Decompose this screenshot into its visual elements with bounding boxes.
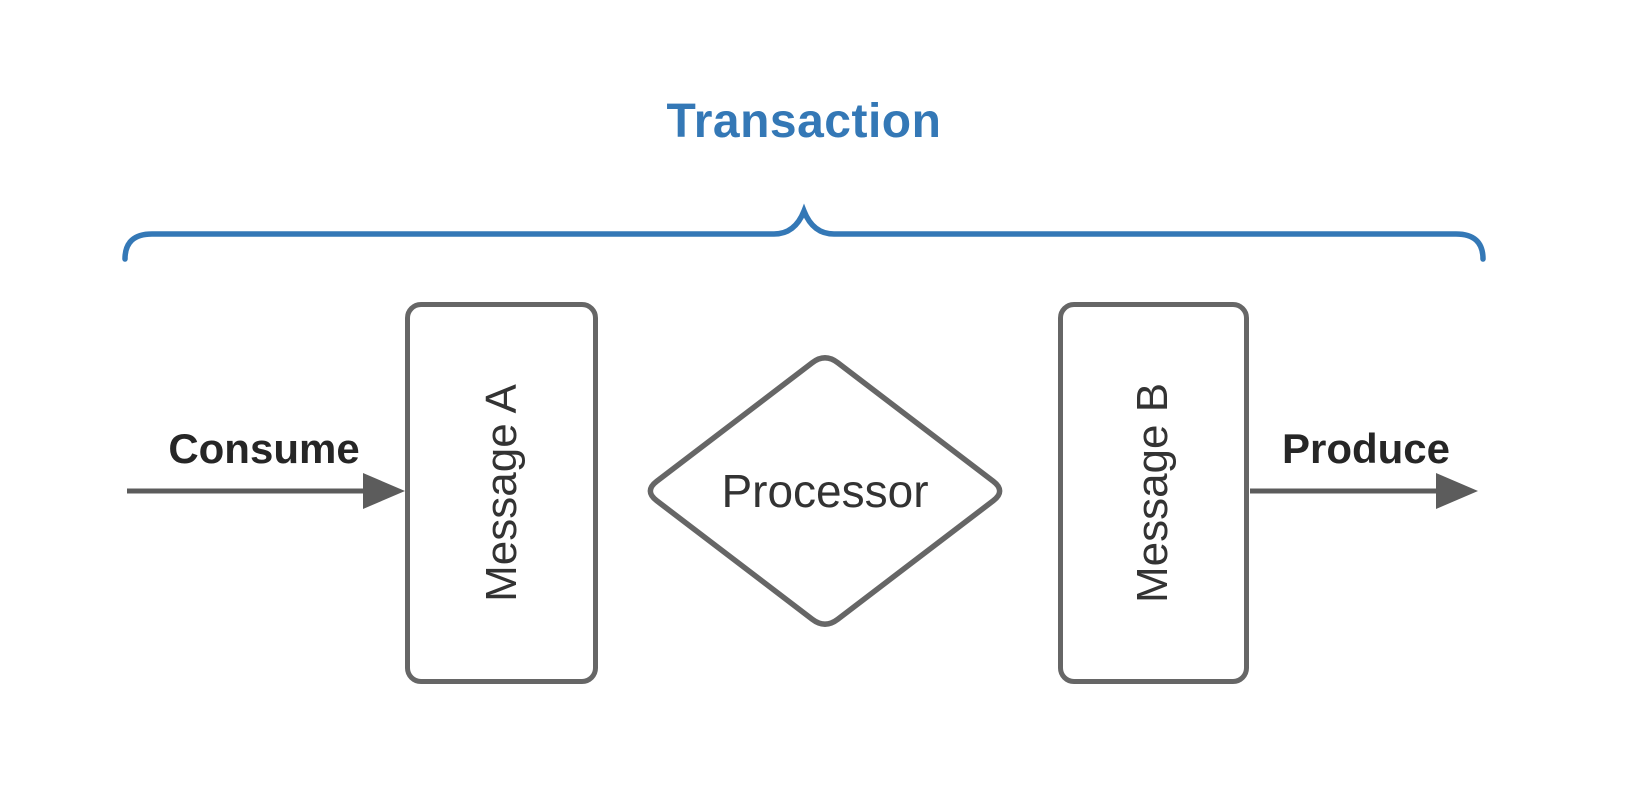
produce-edge-label: Produce [1281,425,1451,472]
message-a-label: Message A [476,384,526,602]
produce-arrow-head [1436,473,1478,509]
message-b-label: Message B [1128,382,1178,604]
message-a-node: Message A [405,302,598,684]
transaction-brace [122,203,1486,262]
diagram-title: Transaction [666,95,942,148]
consume-edge-label: Consume [168,425,360,472]
consume-arrow-head [363,473,405,509]
processor-label: Processor [721,465,929,517]
processor-diamond [647,355,1003,627]
message-b-node: Message B [1058,302,1249,684]
